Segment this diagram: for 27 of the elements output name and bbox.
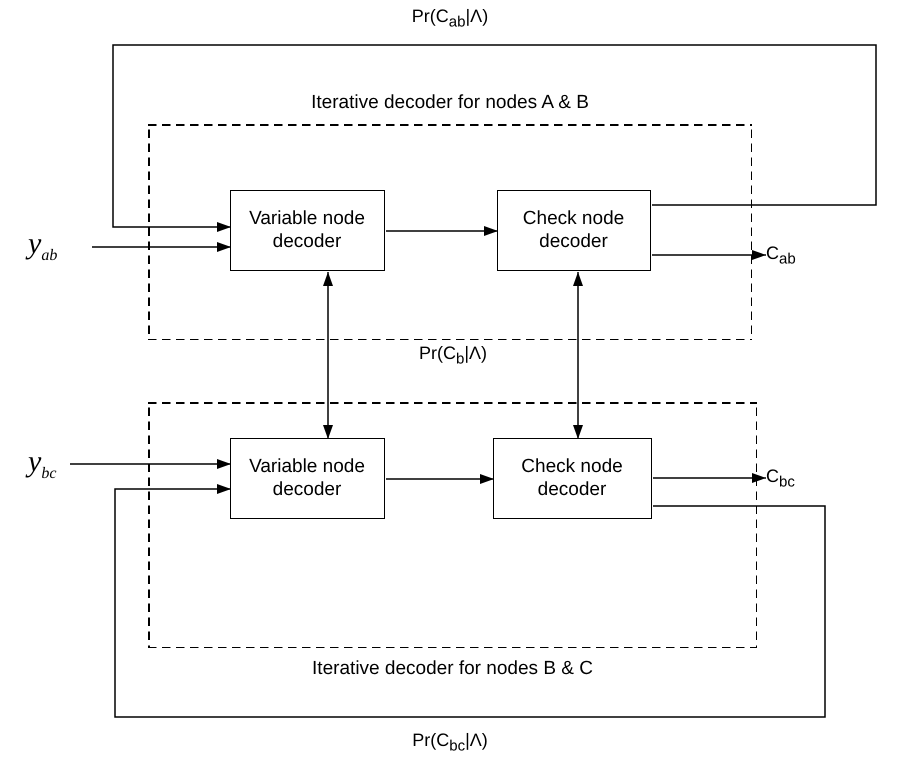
arrow [573,272,583,439]
output-signal: C$_{bc}$ [766,466,795,490]
arrow [653,473,766,483]
decoder-name: Check node decoder [522,207,626,253]
decoder-box [492,438,652,518]
arrow [114,484,826,718]
decoder-box [230,190,384,270]
input-signal: y$_{bc}$ [28,445,56,483]
arrow [386,474,494,484]
decoder-name: Variable node decoder [248,455,366,501]
probability-label: Pr(C$_{b}$|Λ) [418,343,488,368]
decoder-box [496,190,650,270]
input-signal: y$_{ab}$ [28,227,58,265]
arrow [652,250,766,260]
arrow [112,44,877,232]
output-signal: C$_{ab}$ [766,242,796,268]
decoder-box [230,438,384,518]
arrow [323,272,333,439]
decoder-name: Variable node decoder [248,207,366,253]
edge-label: Pr(C$_{bc}$|Λ) [412,730,488,755]
group-title: Iterative decoder for nodes B & C [311,658,594,680]
arrow [70,459,231,469]
arrow [92,242,231,252]
edge-label: Pr(C$_{ab}$|Λ) [412,6,488,31]
arrow [386,226,498,236]
decoder-name: Check node decoder [520,455,624,501]
group-title: Iterative decoder for nodes A & B [310,92,590,114]
